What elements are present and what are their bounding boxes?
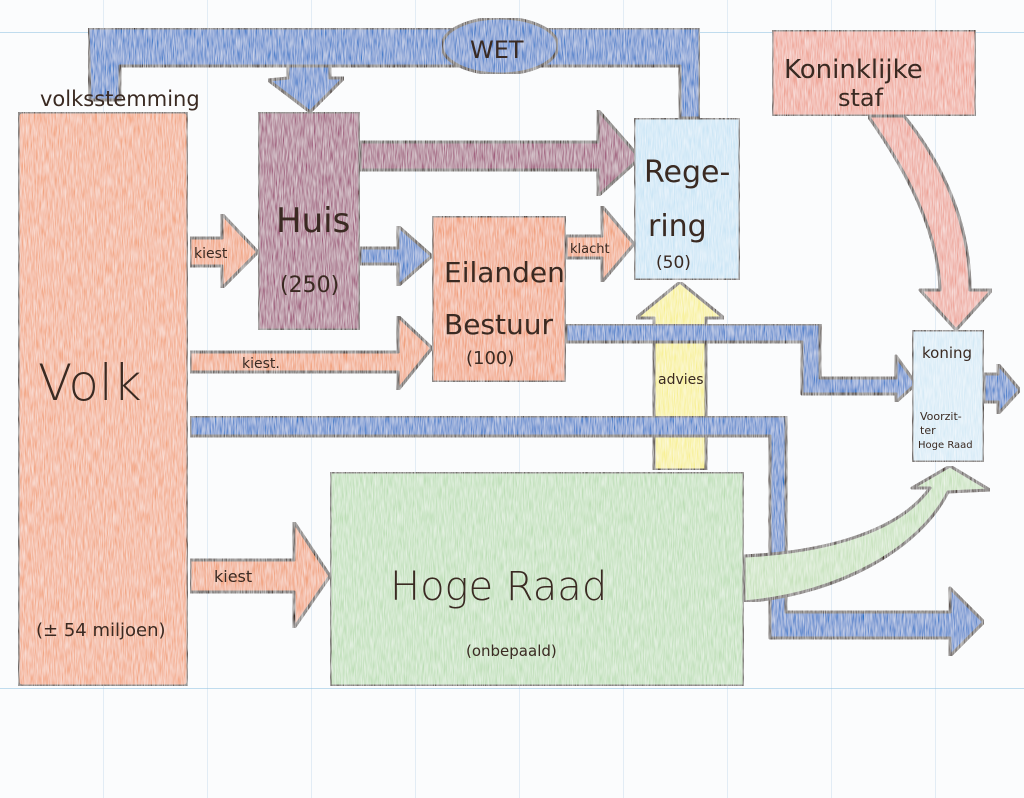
koning-role-line2: ter xyxy=(920,424,936,437)
koninklijke-staf-box[interactable] xyxy=(770,28,978,118)
koning-label: koning xyxy=(922,344,972,362)
hoge-raad-size: (onbepaald) xyxy=(466,642,557,660)
eilanden-to-koning-arrow xyxy=(564,322,918,404)
regering-box[interactable] xyxy=(632,116,742,282)
eilanden-bestuur-box[interactable] xyxy=(430,214,568,384)
eilanden-size: (100) xyxy=(466,348,514,369)
kiest-hoge-raad-label: kiest xyxy=(214,567,252,586)
kiest-huis-label: kiest xyxy=(194,246,228,262)
hoge-raad-box[interactable] xyxy=(328,470,746,688)
volk-box[interactable] xyxy=(16,110,190,688)
volk-population: (± 54 miljoen) xyxy=(36,620,166,641)
wet-to-huis-arrow xyxy=(266,64,346,114)
koning-output-arrow xyxy=(982,362,1022,416)
advies-label: advies xyxy=(658,372,704,388)
regering-label-line2: ring xyxy=(648,209,707,244)
staf-to-koning-arrow xyxy=(866,114,994,332)
koninklijke-staf-label-line2: staf xyxy=(838,84,884,112)
huis-box[interactable] xyxy=(256,110,362,332)
hoge-raad-label: Hoge Raad xyxy=(390,564,607,610)
kiest-eilanden-label: kiest. xyxy=(242,356,280,372)
koning-role-line1: Voorzit- xyxy=(920,410,962,423)
koninklijke-staf-label-line1: Koninklijke xyxy=(784,55,923,85)
hoge-raad-to-koning-arrow xyxy=(742,464,992,604)
huis-to-regering-arrow xyxy=(358,108,642,198)
regering-label-line1: Rege- xyxy=(644,155,730,190)
kiest-hoge-raad-arrow xyxy=(188,520,332,630)
kiest-huis-arrow xyxy=(188,212,260,290)
eilanden-label-line1: Eilanden xyxy=(444,256,565,289)
koning-role-line3: Hoge Raad xyxy=(918,440,973,451)
klacht-label: klacht xyxy=(570,242,610,257)
wet-label: WET xyxy=(470,36,524,64)
volk-label: Volk xyxy=(38,354,142,412)
klacht-arrow xyxy=(564,204,636,284)
wet-bubble xyxy=(440,16,560,76)
volksstemming-label: volksstemming xyxy=(40,87,200,111)
huis-size: (250) xyxy=(280,273,339,298)
eilanden-label-line2: Bestuur xyxy=(444,308,553,341)
regering-size: (50) xyxy=(656,253,691,273)
kiest-eilanden-arrow xyxy=(188,314,434,392)
huis-label: Huis xyxy=(276,201,350,241)
huis-to-eilanden-arrow xyxy=(358,224,434,288)
